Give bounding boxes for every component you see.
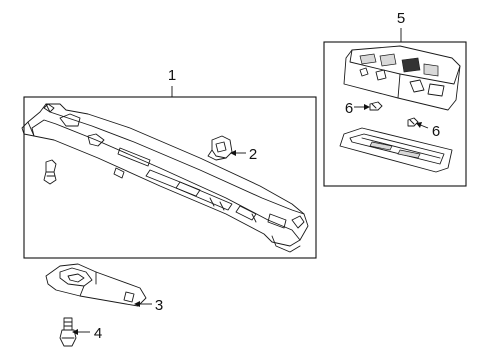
callout-1: 1: [168, 67, 176, 84]
leader-6b: [416, 122, 429, 129]
callout-3: 3: [155, 297, 163, 314]
leader-3: [134, 301, 152, 307]
callout-4: 4: [94, 325, 102, 342]
callout-6b: 6: [432, 123, 440, 140]
leader-4: [72, 329, 90, 335]
group-frame-right: [323, 41, 467, 187]
part-4-screw: [59, 317, 77, 347]
callout-2: 2: [249, 146, 257, 163]
part-2-clip: [207, 135, 233, 161]
leader-2: [230, 150, 246, 156]
part-1-bracket: [21, 103, 309, 253]
part-5-console-module: [343, 45, 461, 111]
part-3-lamp-housing: [45, 263, 147, 307]
bulb-icon-left: [369, 101, 383, 111]
part-5-lens-cover: [339, 127, 453, 173]
callout-5: 5: [397, 10, 405, 27]
clip-icon: [43, 159, 57, 185]
callout-6a: 6: [345, 100, 353, 117]
bulb-icon-right: [407, 117, 419, 127]
group-frame-left: [23, 96, 317, 259]
leader-6a: [354, 104, 370, 110]
